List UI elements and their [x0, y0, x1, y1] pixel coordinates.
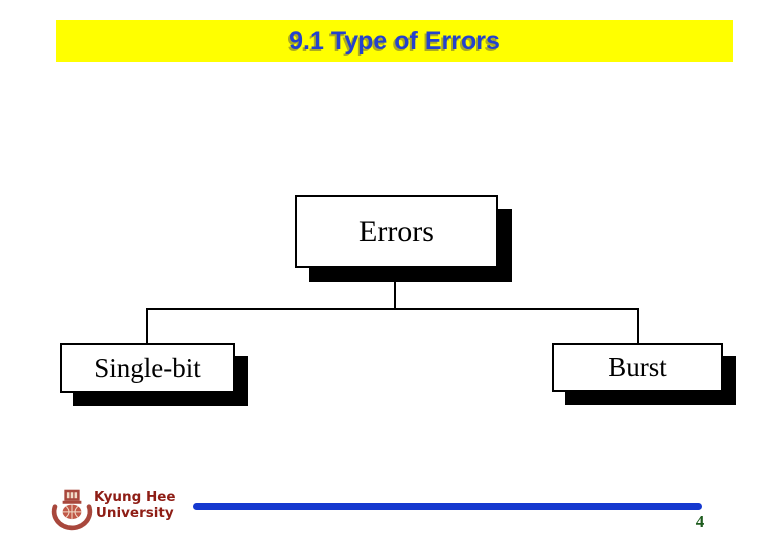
slide-title-bar: 9.1 Type of Errors	[56, 20, 733, 62]
connector-root-vertical	[394, 266, 396, 310]
connector-horizontal	[146, 308, 639, 310]
diagram-node-errors: Errors	[295, 195, 498, 268]
diagram-node-single-bit: Single-bit	[60, 343, 235, 393]
connector-right-vertical	[637, 308, 639, 345]
page-number: 4	[695, 512, 705, 531]
diagram-node-burst: Burst	[552, 343, 723, 392]
kyung-hee-logo-icon	[51, 489, 93, 531]
footer-accent-bar	[193, 503, 702, 510]
institution-name: Kyung Hee University	[94, 489, 176, 521]
institution-line2: University	[95, 505, 174, 521]
slide-title: 9.1 Type of Errors	[289, 26, 500, 55]
connector-left-vertical	[146, 308, 148, 345]
institution-line1: Kyung Hee	[94, 489, 176, 505]
